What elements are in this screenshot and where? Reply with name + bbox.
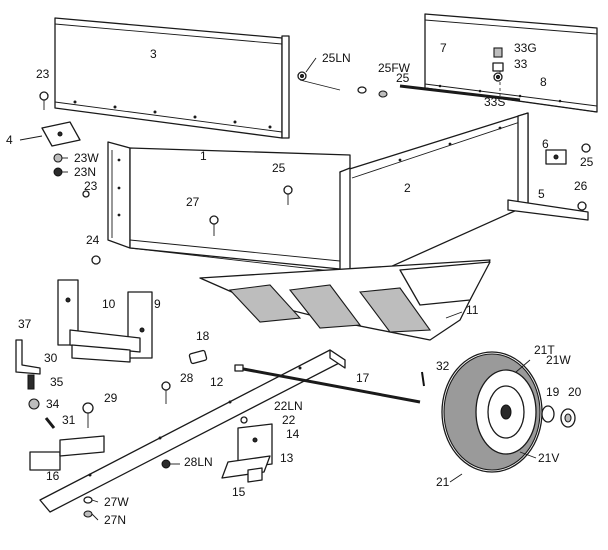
washer-27w [83,496,93,504]
label-12: 12 [210,375,224,389]
bracket-6 [545,143,591,165]
label-23-top: 23 [36,67,50,81]
frame-11 [199,259,491,341]
bolt-28 [161,381,171,469]
handle-37 [15,339,56,429]
label-27W: 27W [104,495,129,509]
label-20: 20 [568,385,582,399]
tongue-bar-12 [39,349,346,513]
label-25-right: 25 [580,155,594,169]
label-27: 27 [186,195,200,209]
label-10: 10 [102,297,116,311]
pin-18 [188,349,208,365]
label-8: 8 [540,75,547,89]
label-28: 28 [180,371,194,385]
label-3: 3 [150,47,157,61]
label-7: 7 [440,41,447,55]
label-5: 5 [538,187,545,201]
label-17: 17 [356,371,370,385]
label-26: 26 [574,179,588,193]
label-9: 9 [154,297,161,311]
label-21: 21 [436,475,450,489]
panel-3 [54,17,290,139]
label-25LN: 25LN [322,51,351,65]
label-25-mid: 25 [272,161,286,175]
label-33S: 33S [484,95,505,109]
bracket-4 [39,91,90,198]
nut-27n [83,510,93,518]
label-19: 19 [546,385,560,399]
label-23-bottom: 23 [84,179,98,193]
label-37: 37 [18,317,32,331]
label-22LN: 22LN [274,399,303,413]
label-30: 30 [44,351,58,365]
label-27N: 27N [104,513,126,527]
label-32: 32 [436,359,450,373]
label-21T: 21T [534,343,555,357]
axle-17 [234,364,421,404]
label-22: 22 [282,413,296,427]
leader-lines [19,57,537,521]
label-21V: 21V [538,451,559,465]
label-31: 31 [62,413,76,427]
label-21W: 21W [546,353,571,367]
label-16: 16 [46,469,60,483]
label-25FW: 25FW [378,61,411,75]
panel-7 [424,13,598,113]
label-35: 35 [50,375,64,389]
label-1: 1 [200,149,207,163]
label-23N: 23N [74,165,96,179]
bracket-16 [29,402,105,471]
label-13: 13 [280,451,294,465]
label-28LN: 28LN [184,455,213,469]
rod-8 [399,70,521,102]
label-23W: 23W [74,151,99,165]
bolt-25-top [297,71,388,98]
label-11: 11 [466,303,479,317]
bracket-9-10 [57,279,153,363]
label-29: 29 [104,391,118,405]
label-34: 34 [46,397,60,411]
side-panel-1 [107,141,351,271]
label-6: 6 [542,137,549,151]
label-25-top: 25 [396,71,410,85]
label-2: 2 [404,181,411,195]
label-15: 15 [232,485,246,499]
label-14: 14 [286,427,300,441]
bushing-19 [541,405,576,428]
part-labels: 3 7 33G 33 8 33S 25LN 25FW 25 23 4 23W 2… [6,41,594,527]
side-panel-2 [339,112,529,286]
wheel-21 [441,351,543,473]
hitch-bracket-14 [221,416,273,483]
label-4: 4 [6,133,13,147]
label-18: 18 [196,329,210,343]
label-24: 24 [86,233,100,247]
bolts-middle [91,185,293,265]
label-33: 33 [514,57,528,71]
label-33G: 33G [514,41,537,55]
latch-hardware-33 [492,47,504,82]
rail-5 [507,199,589,221]
cotter-pin-32 [421,371,425,387]
